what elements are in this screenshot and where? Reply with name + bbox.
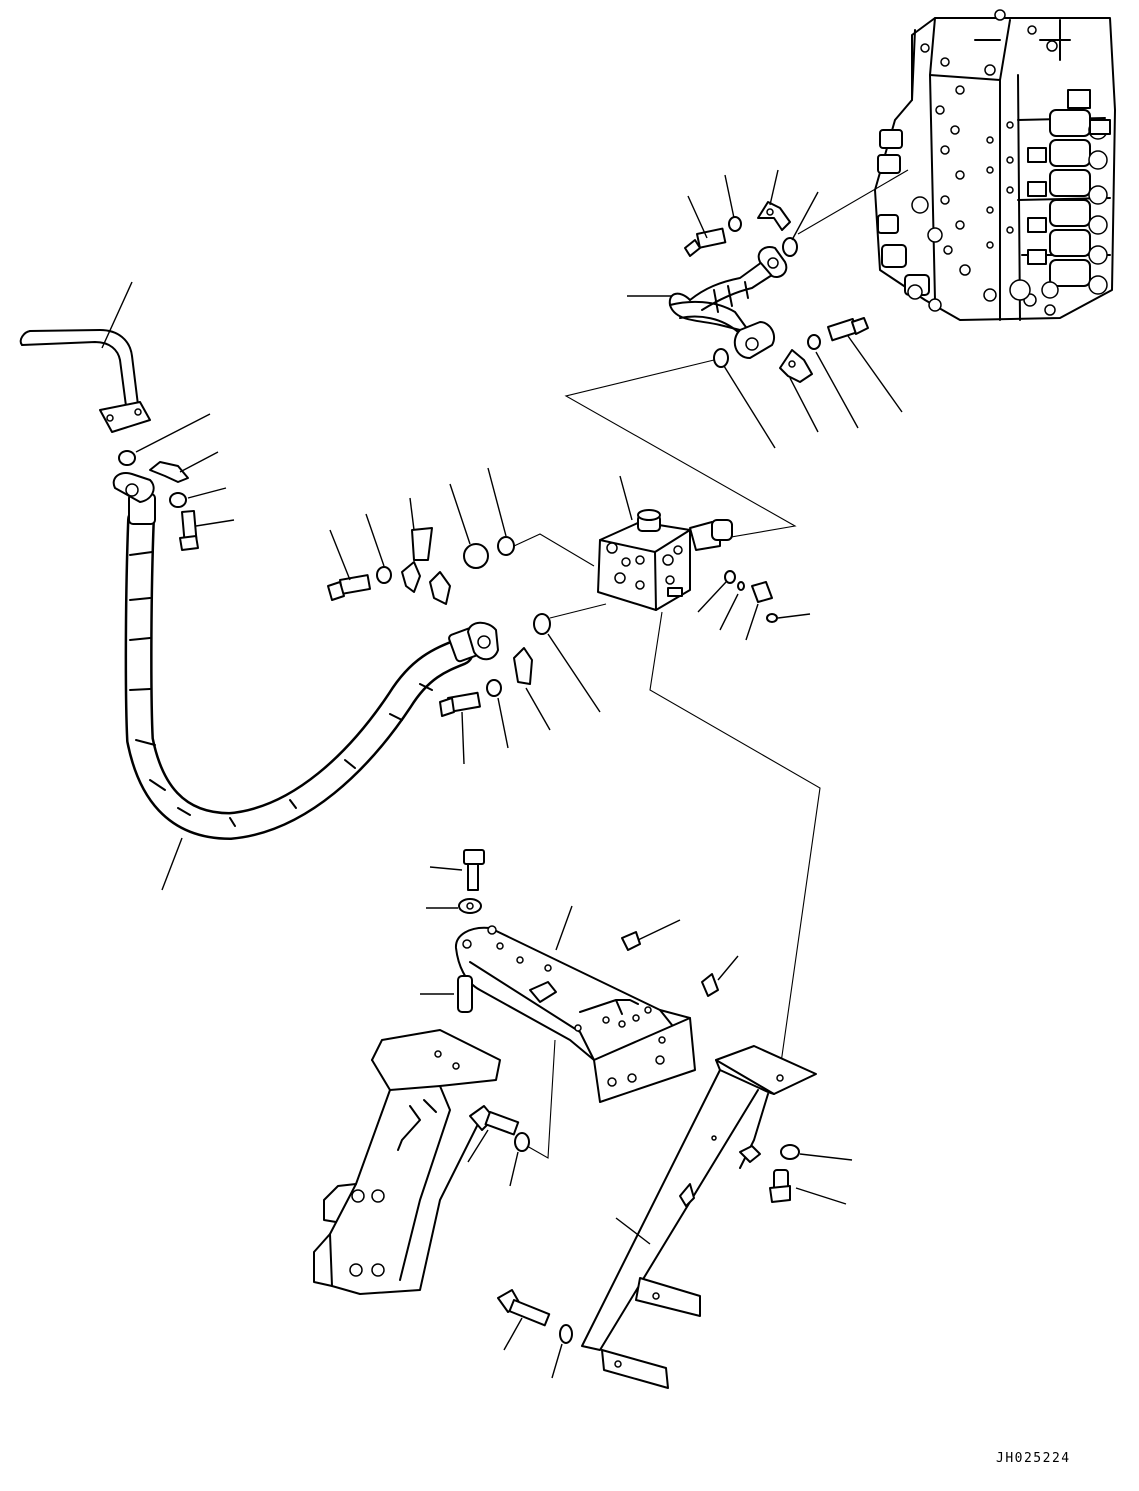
leader-lines-upper <box>564 169 909 543</box>
hose-upper-parts <box>118 413 235 551</box>
block-valve <box>597 509 733 611</box>
control-valve-assembly <box>874 9 1116 321</box>
valve-plugs <box>697 570 811 641</box>
drawing-id-text: JH025224 <box>996 1451 1071 1466</box>
bracket-fasteners <box>420 849 739 1013</box>
support-arm <box>581 1045 853 1389</box>
arm-fasteners <box>467 1105 573 1379</box>
pipe-assembly-upper <box>668 201 869 383</box>
assembly-reference-lines <box>526 611 821 1159</box>
hose-long <box>112 472 499 891</box>
bracket-assembly <box>454 925 696 1103</box>
hose-lower-clamp-parts <box>439 647 551 765</box>
pipe-left <box>19 281 151 433</box>
column-frame <box>313 1029 501 1295</box>
valve-mounting-parts <box>327 467 633 713</box>
